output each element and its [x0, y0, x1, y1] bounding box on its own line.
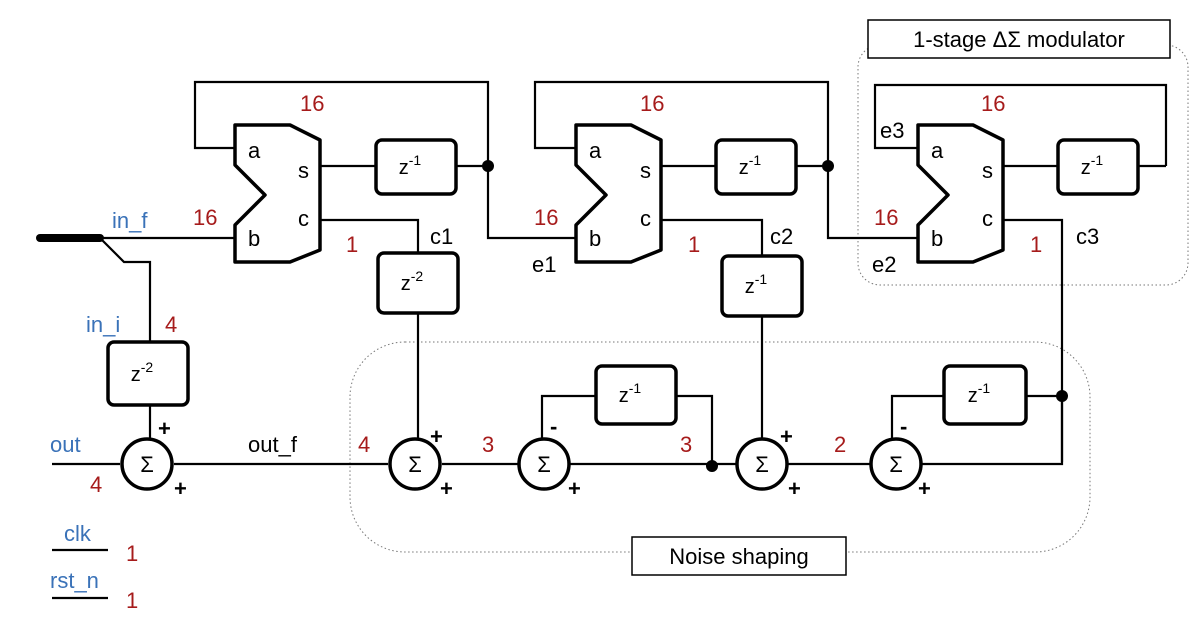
svg-text:-: -	[550, 414, 557, 439]
width-labels: 16 16 1 16 16 1 16 16 1 4 4 4 3 3 2 1 1	[90, 91, 1042, 613]
c3-label: c3	[1076, 224, 1099, 249]
svg-text:Σ: Σ	[408, 452, 422, 477]
modulator-title-box	[867, 19, 1171, 59]
clk-label: clk	[64, 521, 92, 546]
svg-text:16: 16	[874, 205, 898, 230]
svg-text:c: c	[298, 206, 309, 231]
svg-text:Σ: Σ	[537, 452, 551, 477]
svg-text:b: b	[589, 226, 601, 251]
svg-text:1: 1	[346, 232, 358, 257]
svg-text:c: c	[640, 206, 651, 231]
c1-label: c1	[430, 224, 453, 249]
svg-text:s: s	[640, 158, 651, 183]
e1-label: e1	[532, 252, 556, 277]
delay-d1: z-1	[374, 138, 458, 196]
svg-text:z-1: z-1	[739, 152, 762, 179]
delay-d3: z-1	[1056, 138, 1140, 196]
svg-text:+: +	[430, 424, 443, 449]
svg-text:b: b	[248, 226, 260, 251]
junction-dot	[482, 160, 494, 172]
delay-ns2: z-1	[942, 364, 1028, 426]
svg-text:+: +	[918, 476, 931, 501]
sum-ns1: Σ	[388, 437, 442, 491]
svg-text:+: +	[780, 424, 793, 449]
svg-text:z-1: z-1	[1081, 152, 1104, 179]
svg-text:b: b	[931, 226, 943, 251]
adder-2: a b s c	[574, 123, 663, 264]
noise-shaping-label: Noise shaping	[669, 544, 808, 569]
svg-text:1: 1	[126, 588, 138, 613]
c2-label: c2	[770, 224, 793, 249]
svg-text:1: 1	[688, 232, 700, 257]
svg-text:16: 16	[300, 91, 324, 116]
svg-text:4: 4	[358, 432, 370, 457]
svg-text:3: 3	[482, 432, 494, 457]
svg-text:16: 16	[981, 91, 1005, 116]
svg-text:a: a	[931, 138, 944, 163]
svg-text:16: 16	[640, 91, 664, 116]
e2-label: e2	[872, 252, 896, 277]
svg-text:+: +	[568, 476, 581, 501]
svg-text:s: s	[982, 158, 993, 183]
svg-text:+: +	[788, 476, 801, 501]
svg-text:Σ: Σ	[140, 452, 154, 477]
svg-text:2: 2	[834, 432, 846, 457]
modulator-region	[857, 44, 1189, 286]
svg-text:3: 3	[680, 432, 692, 457]
svg-text:+: +	[174, 476, 187, 501]
svg-text:z-2: z-2	[131, 359, 154, 386]
svg-text:+: +	[158, 416, 171, 441]
svg-text:a: a	[248, 138, 261, 163]
svg-text:16: 16	[193, 205, 217, 230]
svg-text:4: 4	[90, 472, 102, 497]
in-f-label: in_f	[112, 208, 148, 233]
svg-text:-: -	[900, 414, 907, 439]
svg-text:1: 1	[1030, 232, 1042, 257]
svg-text:z-1: z-1	[399, 152, 422, 179]
modulator-title: 1-stage ΔΣ modulator	[913, 27, 1125, 52]
sum-ns4: Σ	[869, 437, 923, 491]
svg-text:+: +	[440, 476, 453, 501]
svg-text:Σ: Σ	[755, 452, 769, 477]
sum-ns2: Σ	[517, 437, 571, 491]
delay-c1: z-2	[376, 251, 460, 315]
e3-label: e3	[880, 118, 904, 143]
in-i-label: in_i	[86, 312, 120, 337]
wires	[36, 80, 1168, 600]
svg-text:z-1: z-1	[619, 380, 642, 407]
junction-dot	[1056, 390, 1068, 402]
svg-text:Σ: Σ	[889, 452, 903, 477]
svg-text:c: c	[982, 206, 993, 231]
svg-text:z-2: z-2	[401, 268, 424, 295]
delay-c2: z-1	[720, 254, 804, 318]
svg-text:4: 4	[165, 312, 177, 337]
svg-text:1: 1	[126, 541, 138, 566]
junction-dot	[822, 160, 834, 172]
adder-3: a b s c	[916, 123, 1005, 264]
out-label: out	[50, 432, 81, 457]
out-f-label: out_f	[248, 432, 298, 457]
svg-text:16: 16	[534, 205, 558, 230]
sum-out: Σ	[120, 437, 174, 491]
delay-in: z-2	[106, 340, 190, 407]
sign-marks: + + + + - + + + - +	[158, 414, 931, 501]
delay-ns1: z-1	[594, 364, 678, 426]
svg-text:a: a	[589, 138, 602, 163]
svg-text:z-1: z-1	[745, 271, 768, 298]
junction-dot	[706, 460, 718, 472]
svg-text:s: s	[298, 158, 309, 183]
signal-labels: in_f in_i out out_f clk rst_n e1 e2 e3 c…	[50, 118, 1099, 593]
svg-text:z-1: z-1	[968, 380, 991, 407]
adder-1: a b s c	[233, 123, 322, 264]
noise-shaping-label-box	[631, 536, 847, 576]
rst-n-label: rst_n	[50, 568, 99, 593]
noise-shaping-region	[349, 341, 1091, 553]
sum-ns3: Σ	[735, 437, 789, 491]
delay-d2: z-1	[714, 138, 798, 196]
